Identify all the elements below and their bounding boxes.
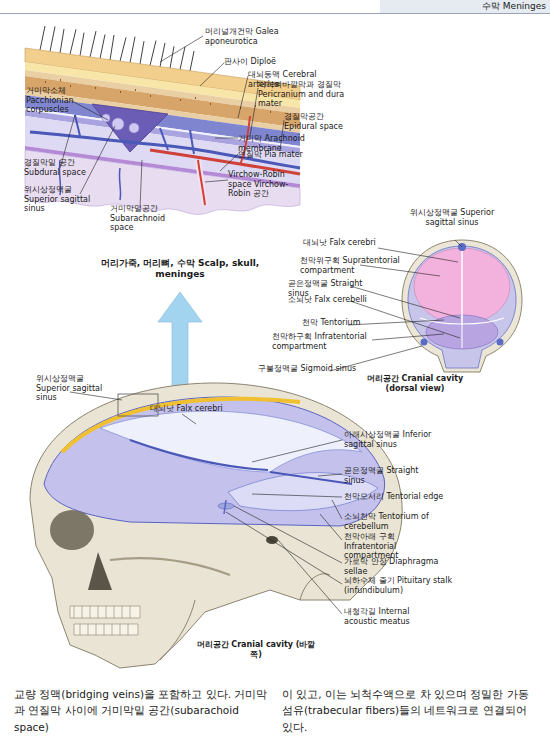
part-label: 위시상정맥굴 Superior sagittal sinus [402, 208, 502, 227]
part-label: 천막 Tentorium [302, 318, 382, 328]
zoom-arrow [158, 292, 202, 386]
mandible-ramus [160, 600, 195, 660]
part-label: 대뇌낫 Falx cerebri [150, 404, 240, 414]
part-label: 거미막밑공간 Subarachnoid space [110, 204, 188, 233]
arrow-shape [158, 292, 202, 386]
zygomatic-arch [110, 558, 230, 575]
supratentorial-region [414, 248, 510, 324]
falx-line [461, 248, 463, 324]
inferior-sagittal-sinus [130, 440, 268, 470]
part-label: 내청각길 Internal acoustic meatus [344, 607, 444, 626]
orbit [50, 510, 94, 550]
cranial-cavity [44, 397, 385, 526]
sinus-dot [421, 339, 428, 346]
part-label: 뇌하수체 줄기 Pituitary stalk (infundibulum) [344, 576, 456, 595]
part-label: 머리공간 Cranial cavity (바깥쪽) [196, 640, 316, 659]
part-label: 아래시상정맥굴 Inferior sagittal sinus [344, 430, 444, 449]
part-label: 천막모서리 Tentorial edge [344, 492, 444, 502]
lower-teeth [74, 624, 138, 635]
header-fill [380, 0, 550, 13]
page-heading: 수막 Meninges [430, 1, 546, 12]
part-label: 머리공간 Cranial cavity (dorsal view) [360, 374, 470, 393]
part-label: 천막위구획 Supratentorial compartment [300, 256, 410, 275]
arachnoid-granulation [102, 114, 110, 122]
part-label: 머리뼈바깥막과 경질막 Pericranium and dura mater [258, 80, 368, 109]
part-label: 위시상정맥굴 Superior sagittal sinus [24, 185, 106, 214]
part-label: 소뇌낫 Falx cerebelli [288, 295, 378, 305]
part-label: 대뇌낫 Falx cerebri [303, 238, 393, 248]
part-label: 경질막공간 Epidural space [284, 112, 350, 131]
sinus-dot [497, 339, 504, 346]
arachnoid-granulation [129, 123, 139, 133]
straight-sinus [270, 472, 352, 484]
part-label: 경질막밑 공간 Subdural space [24, 158, 88, 177]
part-label: 거미막소체 Pacchionian corpuscles [26, 86, 86, 115]
part-label: 곧은정맥굴 Straight sinus [344, 466, 434, 485]
part-label: 천막아래 구획 Infratentorial compartment [344, 532, 448, 561]
part-label: 천막하구획 Infratentorial compartment [272, 332, 376, 351]
part-label: 연질막 Pia mater [238, 150, 318, 160]
dura-outline [408, 246, 516, 368]
header-band [0, 0, 550, 14]
part-label: Virchow-Robin space Virchow-Robin 공간 [228, 170, 308, 199]
part-label: 위시상정맥굴 Superior sagittal sinus [36, 374, 120, 403]
penetrating-artery [198, 160, 205, 205]
part-label: 소뇌천막 Tentorium of cerebellum [344, 512, 454, 531]
figure-caption: 머리가죽, 머리뼈, 수막 Scalp, skull, meninges [100, 258, 260, 280]
falx [100, 411, 362, 472]
acoustic-meatus [266, 536, 278, 544]
falx-cerebelli-line [462, 324, 463, 348]
body-text: 이 있고, 이는 뇌척수액으로 차 있으며 정밀한 가동 섬유(trabecul… [282, 686, 540, 735]
skull-outline [402, 240, 522, 372]
tentorium-line [420, 318, 504, 324]
leader-lines [70, 392, 342, 614]
part-label: 가로막 안장 Diaphragma sellae [344, 557, 444, 576]
bridging-vein [75, 115, 194, 154]
part-label: 판사이 Diploë [224, 57, 304, 67]
pituitary-stalk [224, 500, 226, 514]
body-text: 교량 정맥(bridging veins)을 포함하고 있다. 거미막과 연질막… [14, 686, 276, 735]
part-label: 머리널개건막 Galea aponeurotica [205, 27, 287, 46]
perivascular-sheath [198, 160, 205, 205]
nasal-cavity [88, 552, 112, 590]
upper-teeth [70, 606, 140, 618]
header-rule [0, 13, 550, 14]
part-label: 구불정맥굴 Sigmoid sinus [258, 364, 358, 374]
mastoid [300, 574, 330, 600]
